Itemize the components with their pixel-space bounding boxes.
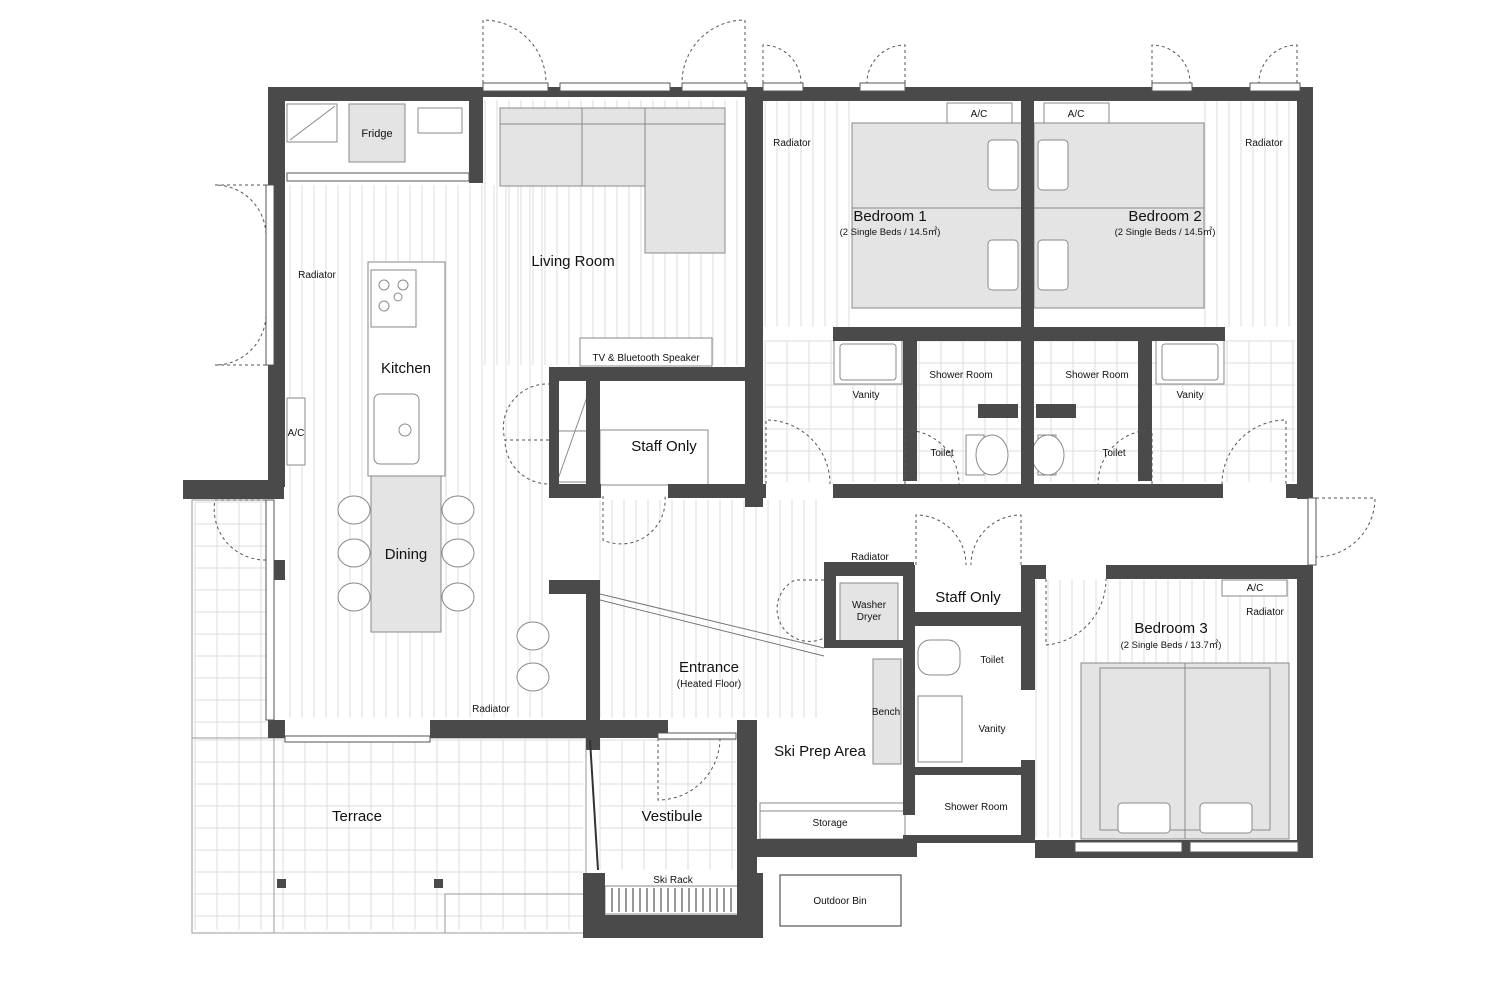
outdoor-bin-label: Outdoor Bin	[813, 896, 866, 907]
kitchen-label: Kitchen	[381, 360, 431, 377]
tv-unit	[579, 337, 713, 367]
radiator-bed3-label: Radiator	[1246, 607, 1284, 618]
ac-unit	[1221, 579, 1288, 597]
ac-bed3-label: A/C	[1247, 583, 1264, 594]
bedroom-2-label: Bedroom 2	[1128, 208, 1201, 225]
staff-shelf	[599, 429, 709, 486]
bench	[872, 658, 902, 765]
vanity-1-label: Vanity	[852, 390, 879, 401]
furniture	[286, 102, 1290, 927]
radiator-living-label: Radiator	[472, 704, 510, 715]
windows-doors	[213, 19, 1376, 871]
ac-unit	[286, 397, 306, 466]
walls	[183, 87, 1313, 938]
tv-label: TV & Bluetooth Speaker	[592, 353, 700, 364]
bedroom-3-detail: (2 Single Beds / 13.7㎡)	[1121, 640, 1222, 651]
toilet-2-label: Toilet	[1102, 448, 1126, 459]
shower-3-label: Shower Room	[944, 802, 1007, 813]
entrance-detail: (Heated Floor)	[677, 679, 741, 690]
dining-chairs	[337, 495, 550, 692]
ski-rack-label: Ski Rack	[653, 875, 693, 886]
radiator-laundry-label: Radiator	[851, 552, 889, 563]
terrace-post	[434, 879, 443, 888]
labels: Fridge Living Room Kitchen Dining TV & B…	[288, 109, 1285, 907]
sink-icon	[373, 393, 420, 465]
bedroom-3-label: Bedroom 3	[1134, 620, 1207, 637]
radiator-bed1-label: Radiator	[773, 138, 811, 149]
toilet-3-label: Toilet	[980, 655, 1004, 666]
entrance-label: Entrance	[679, 659, 739, 676]
fridge-label: Fridge	[361, 128, 392, 140]
bedroom-1-detail: (2 Single Beds / 14.5㎡)	[840, 227, 941, 238]
ac-kitchen-label: A/C	[288, 428, 305, 439]
living-room-label: Living Room	[531, 253, 614, 270]
staff-only-1-label: Staff Only	[631, 438, 697, 455]
toilet-3	[917, 639, 961, 676]
bench-label: Bench	[872, 707, 900, 718]
staff-only-2-label: Staff Only	[935, 589, 1001, 606]
cooktop-icon	[370, 269, 417, 328]
vanity-3	[917, 695, 963, 763]
ac-bed1-label: A/C	[971, 109, 988, 120]
vanity-2-label: Vanity	[1176, 390, 1203, 401]
kitchen-shelf	[417, 107, 463, 134]
shower-1-label: Shower Room	[929, 370, 992, 381]
shower-2-label: Shower Room	[1065, 370, 1128, 381]
dining-table	[370, 475, 442, 633]
dining-label: Dining	[385, 546, 428, 563]
washer-label: Washer	[852, 600, 887, 611]
fridge	[348, 103, 406, 163]
radiator-kitchen-label: Radiator	[298, 270, 336, 281]
dryer-label: Dryer	[857, 612, 882, 623]
outdoor-bin	[779, 874, 902, 927]
bedroom-1-label: Bedroom 1	[853, 208, 926, 225]
bedroom-2-detail: (2 Single Beds / 14.5㎡)	[1115, 227, 1216, 238]
terrace-label: Terrace	[332, 808, 382, 825]
terrace-post	[277, 879, 286, 888]
ski-prep-label: Ski Prep Area	[774, 743, 866, 760]
ac-unit	[946, 102, 1013, 124]
ski-rack	[604, 885, 740, 915]
vanity-3-label: Vanity	[978, 724, 1005, 735]
ac-bed2-label: A/C	[1068, 109, 1085, 120]
radiator-bed2-label: Radiator	[1245, 138, 1283, 149]
vestibule-label: Vestibule	[642, 808, 703, 825]
toilet-1-label: Toilet	[930, 448, 954, 459]
sofa-chaise	[644, 107, 726, 254]
ac-unit	[1043, 102, 1110, 124]
storage-label: Storage	[812, 818, 847, 829]
storage	[759, 802, 906, 840]
